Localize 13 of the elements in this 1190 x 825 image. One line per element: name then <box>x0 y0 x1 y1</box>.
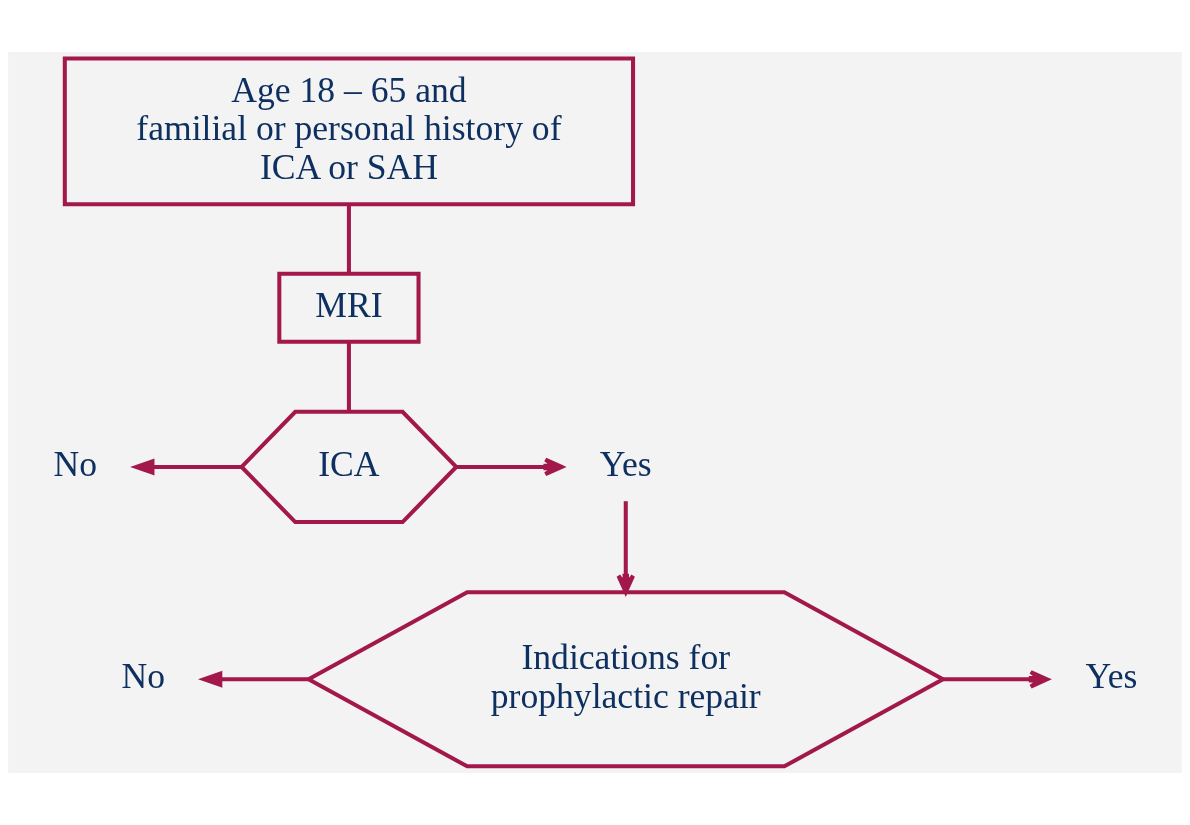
node-box: Age 18 – 65 and familial or personal history of ICA or SAH <box>62 56 636 207</box>
node-text: Yes <box>1085 656 1138 697</box>
node-text: No <box>121 656 166 697</box>
node-text: Yes <box>599 443 652 484</box>
node-box: MRI <box>277 271 421 344</box>
arrow <box>943 669 1049 689</box>
arrow <box>456 457 564 477</box>
arrow <box>197 670 309 688</box>
arrow <box>616 501 636 595</box>
connector <box>346 204 351 274</box>
connector <box>346 342 351 412</box>
arrow <box>130 458 242 476</box>
node-text: No <box>53 443 98 484</box>
